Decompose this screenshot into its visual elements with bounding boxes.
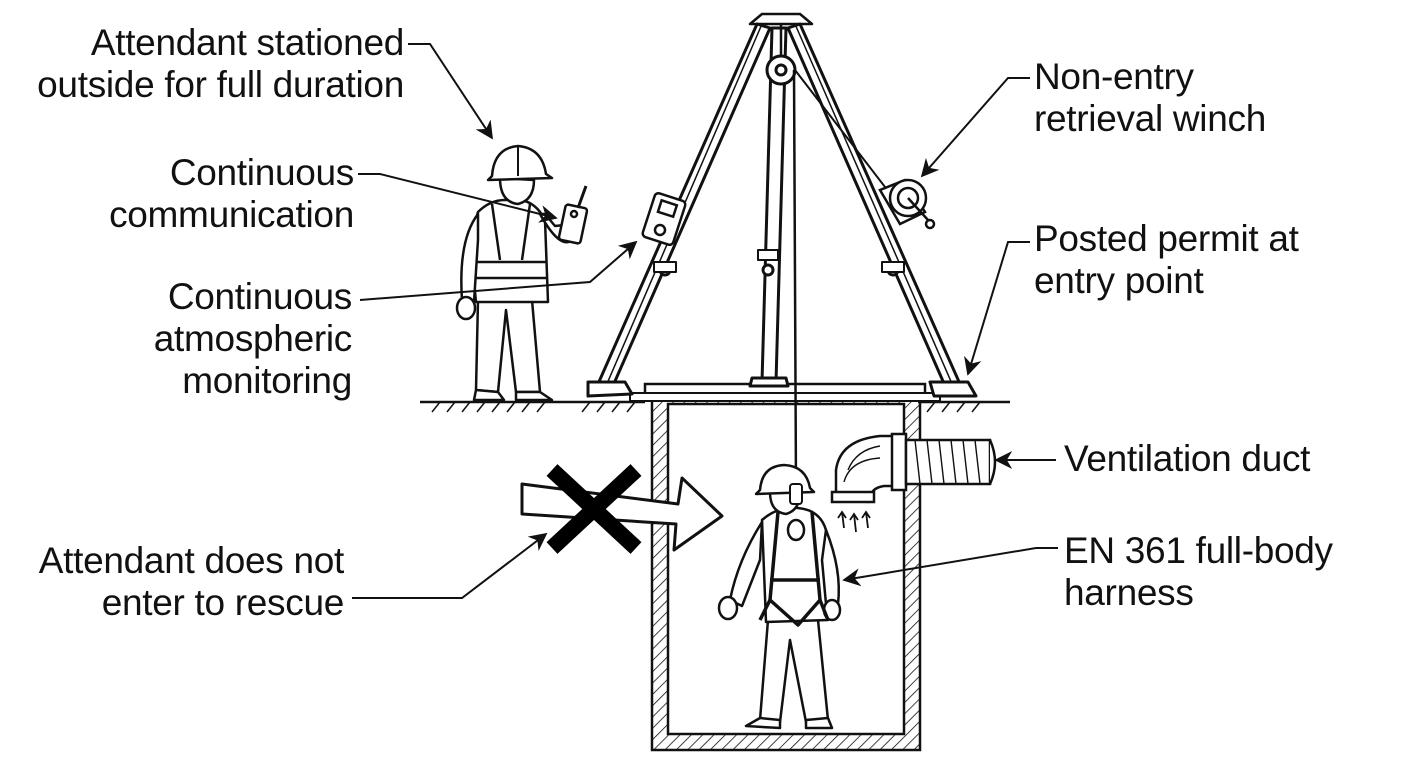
label-winch: Non-entry retrieval winch xyxy=(1034,56,1266,140)
label-line: atmospheric xyxy=(153,318,353,359)
harness-icon xyxy=(758,511,830,627)
label-line: monitoring xyxy=(182,360,352,401)
radio-icon xyxy=(557,185,589,245)
gas-monitor-icon xyxy=(641,191,687,247)
entrant-figure xyxy=(717,463,842,730)
label-line: Continuous xyxy=(169,152,354,193)
label-line: EN 361 full-body xyxy=(1064,530,1333,571)
leader-harness xyxy=(842,547,1058,587)
label-line: communication xyxy=(109,194,354,235)
label-line: Continuous xyxy=(167,276,352,317)
label-harness: EN 361 full-body harness xyxy=(1064,530,1333,614)
label-line: entry point xyxy=(1034,260,1204,301)
label-line: Non-entry xyxy=(1034,56,1194,97)
leader-winch xyxy=(920,77,1030,178)
leader-permit xyxy=(964,241,1030,376)
leader-communication xyxy=(358,173,558,223)
tripod-icon xyxy=(586,12,978,398)
label-line: enter to rescue xyxy=(101,582,345,623)
lifeline xyxy=(792,69,798,489)
label-line: retrieval winch xyxy=(1034,98,1266,139)
ventilation-duct-icon xyxy=(830,432,997,533)
label-line: harness xyxy=(1064,572,1194,613)
label-attendant-outside: Attendant stationed outside for full dur… xyxy=(0,22,404,106)
attendant-figure xyxy=(455,144,576,402)
leader-attendant xyxy=(408,43,493,140)
label-no-rescue: Attendant does not enter to rescue xyxy=(0,540,345,624)
leader-lines xyxy=(352,43,1058,599)
label-ventilation: Ventilation duct xyxy=(1064,438,1310,480)
label-monitoring: Continuous atmospheric monitoring xyxy=(0,276,353,402)
leader-no-rescue xyxy=(352,532,548,599)
label-permit: Posted permit at entry point xyxy=(1034,218,1299,302)
label-line: Ventilation duct xyxy=(1064,438,1311,479)
leader-monitoring xyxy=(359,240,638,301)
prohibition-x-icon xyxy=(546,464,642,554)
winch-icon xyxy=(878,178,936,230)
label-communication: Continuous communication xyxy=(0,152,354,236)
label-line: Attendant does not xyxy=(38,540,345,581)
label-line: Posted permit at xyxy=(1034,218,1299,259)
winch-cable xyxy=(794,69,896,201)
no-entry-arrow xyxy=(520,464,724,554)
label-line: Attendant stationed xyxy=(90,22,404,63)
hard-hat-icon xyxy=(486,144,554,182)
label-line: outside for full duration xyxy=(37,64,404,105)
